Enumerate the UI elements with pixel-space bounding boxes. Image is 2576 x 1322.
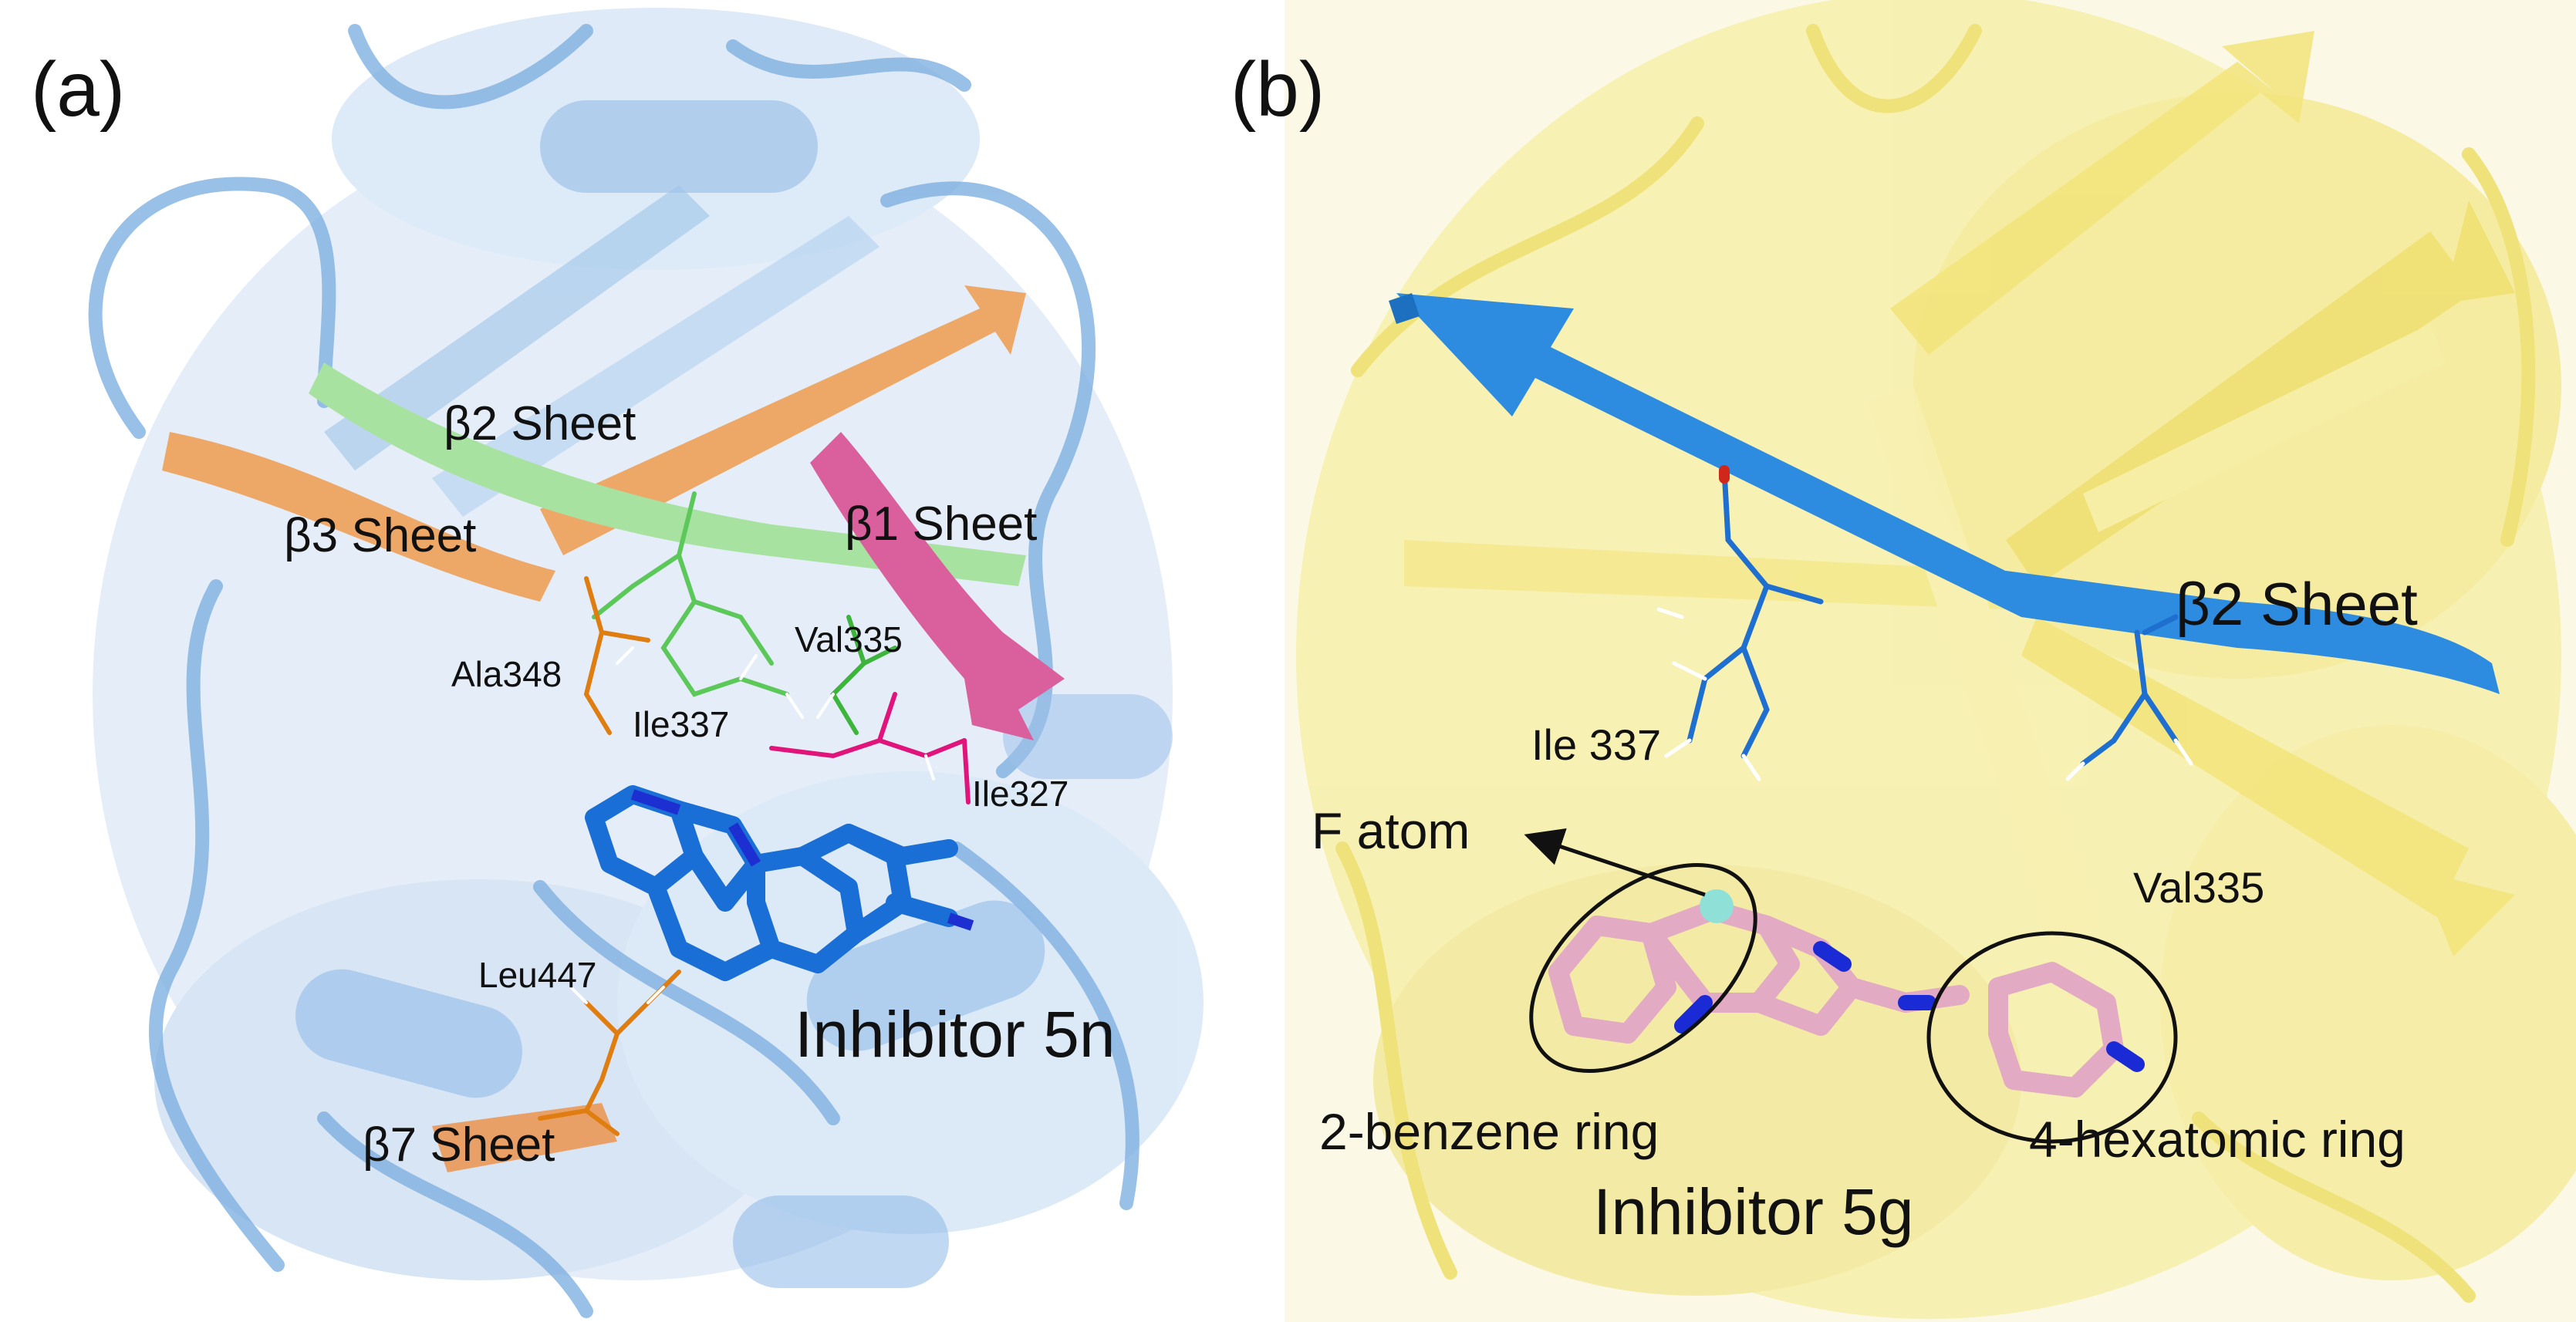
f-atom-arrow xyxy=(1524,828,1706,897)
panel-b-beta2-sheet-label: β2 Sheet xyxy=(2176,570,2418,638)
panel-b: (b) β2 Sheet Ile 337 Val335 F atom 2-ben… xyxy=(1231,0,2576,1322)
panel-b-loops xyxy=(1335,24,2536,1303)
ala348-label: Ala348 xyxy=(451,654,562,694)
beta7-sheet-label: β7 Sheet xyxy=(363,1118,555,1172)
ile337-label: Ile337 xyxy=(633,704,729,744)
panel-a: (a) β2 Sheet β3 Sheet β1 Sheet β7 Sheet … xyxy=(0,0,1281,1322)
inhibitor-5n-nitrogen xyxy=(630,789,974,931)
val335-sticks xyxy=(830,615,897,735)
panel-b-ile337-sticks xyxy=(1686,467,1824,759)
ile327-label: Ile327 xyxy=(972,774,1069,814)
beta3-sheet-strand xyxy=(162,432,555,602)
beta3-sheet-arrow xyxy=(540,285,1026,555)
benzene-ring-highlight xyxy=(1529,863,1757,1073)
panel-b-residue-sticks xyxy=(1656,465,2193,781)
benzene-ring-label: 2-benzene ring xyxy=(1319,1103,1659,1160)
panel-a-helices xyxy=(295,100,1173,1288)
panel-a-letter: (a) xyxy=(31,46,125,133)
panel-b-val335-sticks xyxy=(2080,614,2179,767)
beta3-sheet-label: β3 Sheet xyxy=(284,509,476,562)
panel-b-val335-label: Val335 xyxy=(2133,863,2264,912)
panel-b-beta2-sheet-strand xyxy=(2006,571,2500,694)
inhibitor-5n-label: Inhibitor 5n xyxy=(795,998,1116,1071)
panel-b-hydrogens xyxy=(1656,607,2193,781)
panel-b-background-strands xyxy=(1404,31,2515,956)
inhibitor-5g-nitrogen xyxy=(1674,941,2145,1072)
beta2-sheet-label: β2 Sheet xyxy=(444,397,636,450)
beta1-sheet-strand xyxy=(810,432,1065,740)
panel-b-beta2-sheet-tail xyxy=(1389,293,1420,324)
ile327-sticks xyxy=(769,692,971,804)
inhibitor-5g-label: Inhibitor 5g xyxy=(1593,1175,1914,1248)
leu447-label: Leu447 xyxy=(478,955,597,995)
ala348-sticks xyxy=(583,576,650,735)
panel-b-letter: (b) xyxy=(1231,46,1325,133)
panel-a-background-strands xyxy=(324,185,879,517)
beta7-sheet-arrow xyxy=(432,1103,617,1172)
fluorine-atom xyxy=(1700,889,1734,923)
hexatomic-ring-highlight xyxy=(1926,931,2178,1144)
val335-label: Val335 xyxy=(795,619,903,659)
hexatomic-ring-label: 4-hexatomic ring xyxy=(2029,1111,2406,1168)
panel-a-hydrogens xyxy=(569,646,935,1004)
beta2-sheet-strand xyxy=(309,363,1026,586)
panel-b-ile337-label: Ile 337 xyxy=(1531,720,1661,769)
panel-a-residue-sticks xyxy=(538,491,971,1136)
f-atom-label: F atom xyxy=(1312,802,1470,859)
panel-b-beta2-sheet-arrow-head xyxy=(1396,293,2037,617)
beta1-sheet-label: β1 Sheet xyxy=(845,497,1037,551)
